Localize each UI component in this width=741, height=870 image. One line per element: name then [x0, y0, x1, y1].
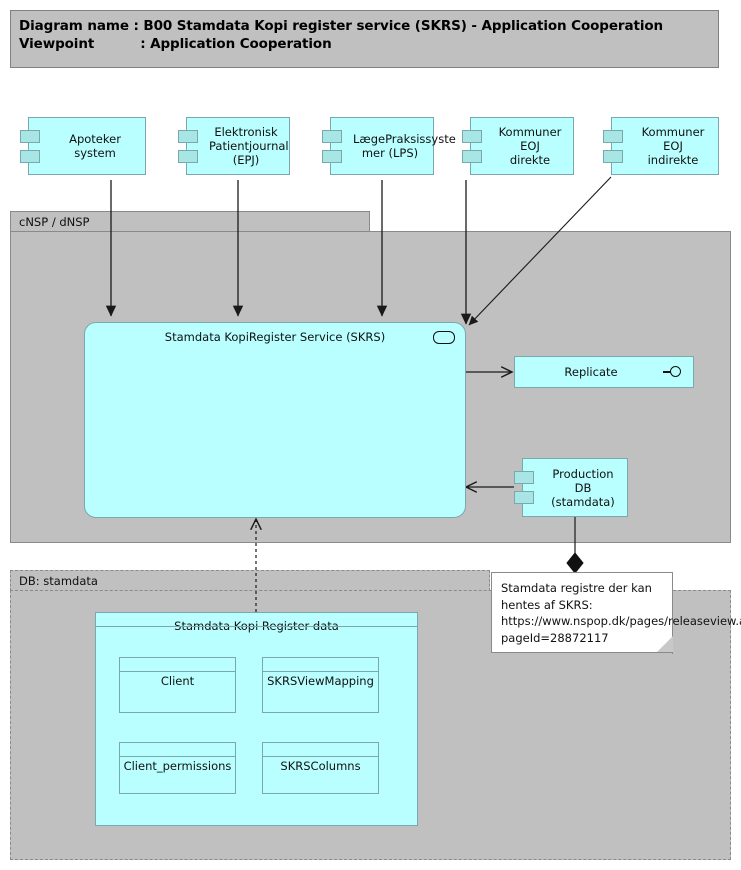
component-tab-icon [514, 471, 534, 484]
data-object-client[interactable]: Client [119, 657, 236, 713]
note-stamdata-registre[interactable]: Stamdata registre der kan hentes af SKRS… [491, 572, 741, 654]
component-tab-icon [20, 130, 40, 143]
component-tab-icon [178, 130, 198, 143]
component-elektronisk-patientjournal[interactable]: Elektronisk Patientjournal (EPJ) [178, 117, 290, 175]
component-label: Elektronisk Patientjournal (EPJ) [209, 125, 289, 167]
component-tab-icon [178, 150, 198, 163]
component-tab-icon [514, 491, 534, 504]
component-tab-icon [322, 130, 342, 143]
component-kommuner-eoj-indirekte[interactable]: Kommuner EOJ indirekte [603, 117, 719, 175]
data-object-label: SKRSColumns [280, 759, 361, 773]
data-object-client-permissions[interactable]: Client_permissions [119, 742, 236, 794]
application-interface-label: Replicate [564, 365, 618, 379]
application-service-icon [433, 331, 455, 344]
data-object-bar-icon [120, 743, 235, 757]
component-tab-icon [603, 150, 623, 163]
data-object-label: Client [160, 674, 195, 688]
application-interface-icon [663, 366, 685, 378]
component-kommuner-eoj-direkte[interactable]: Kommuner EOJ direkte [462, 117, 574, 175]
data-object-label: Client_permissions [123, 759, 232, 773]
data-container-divider [96, 626, 417, 627]
data-object-bar-icon [263, 658, 378, 672]
data-object-bar-icon [263, 743, 378, 757]
diagram-title-banner: Diagram name : B00 Stamdata Kopi registe… [10, 10, 719, 68]
component-production-db[interactable]: Production DB (stamdata) [514, 458, 628, 517]
component-tab-icon [462, 150, 482, 163]
component-laegepraksissystemer[interactable]: LægePraksissyste mer (LPS) [322, 117, 456, 175]
component-label: Kommuner EOJ direkte [498, 125, 562, 167]
component-tab-icon [20, 150, 40, 163]
component-tab-icon [462, 130, 482, 143]
group-db-stamdata-label: DB: stamdata [10, 570, 490, 591]
component-tab-icon [603, 130, 623, 143]
note-text: Stamdata registre der kan hentes af SKRS… [501, 581, 741, 645]
group-cnsp-dnsp-label: cNSP / dNSP [10, 211, 370, 232]
data-object-skrsviewmapping[interactable]: SKRSViewMapping [262, 657, 379, 713]
viewpoint-line: Viewpoint : Application Cooperation [19, 36, 332, 52]
note-right-edge [672, 573, 673, 654]
component-label: Apoteker system [69, 132, 121, 160]
data-object-label: SKRSViewMapping [267, 674, 374, 688]
application-interface-replicate[interactable]: Replicate [514, 356, 694, 388]
data-object-bar-icon [120, 658, 235, 672]
application-service-skrs[interactable]: Stamdata KopiRegister Service (SKRS) [84, 322, 466, 518]
component-tab-icon [322, 150, 342, 163]
component-label: Kommuner EOJ indirekte [641, 125, 705, 167]
component-apoteker-system[interactable]: Apoteker system [20, 117, 146, 175]
note-fold-corner [657, 636, 673, 652]
diagram-name-line: Diagram name : B00 Stamdata Kopi registe… [19, 18, 664, 34]
application-service-label: Stamdata KopiRegister Service (SKRS) [164, 330, 386, 344]
component-label: Production DB (stamdata) [551, 466, 615, 509]
data-object-skrscolumns[interactable]: SKRSColumns [262, 742, 379, 794]
component-label: LægePraksissyste mer (LPS) [353, 132, 456, 160]
